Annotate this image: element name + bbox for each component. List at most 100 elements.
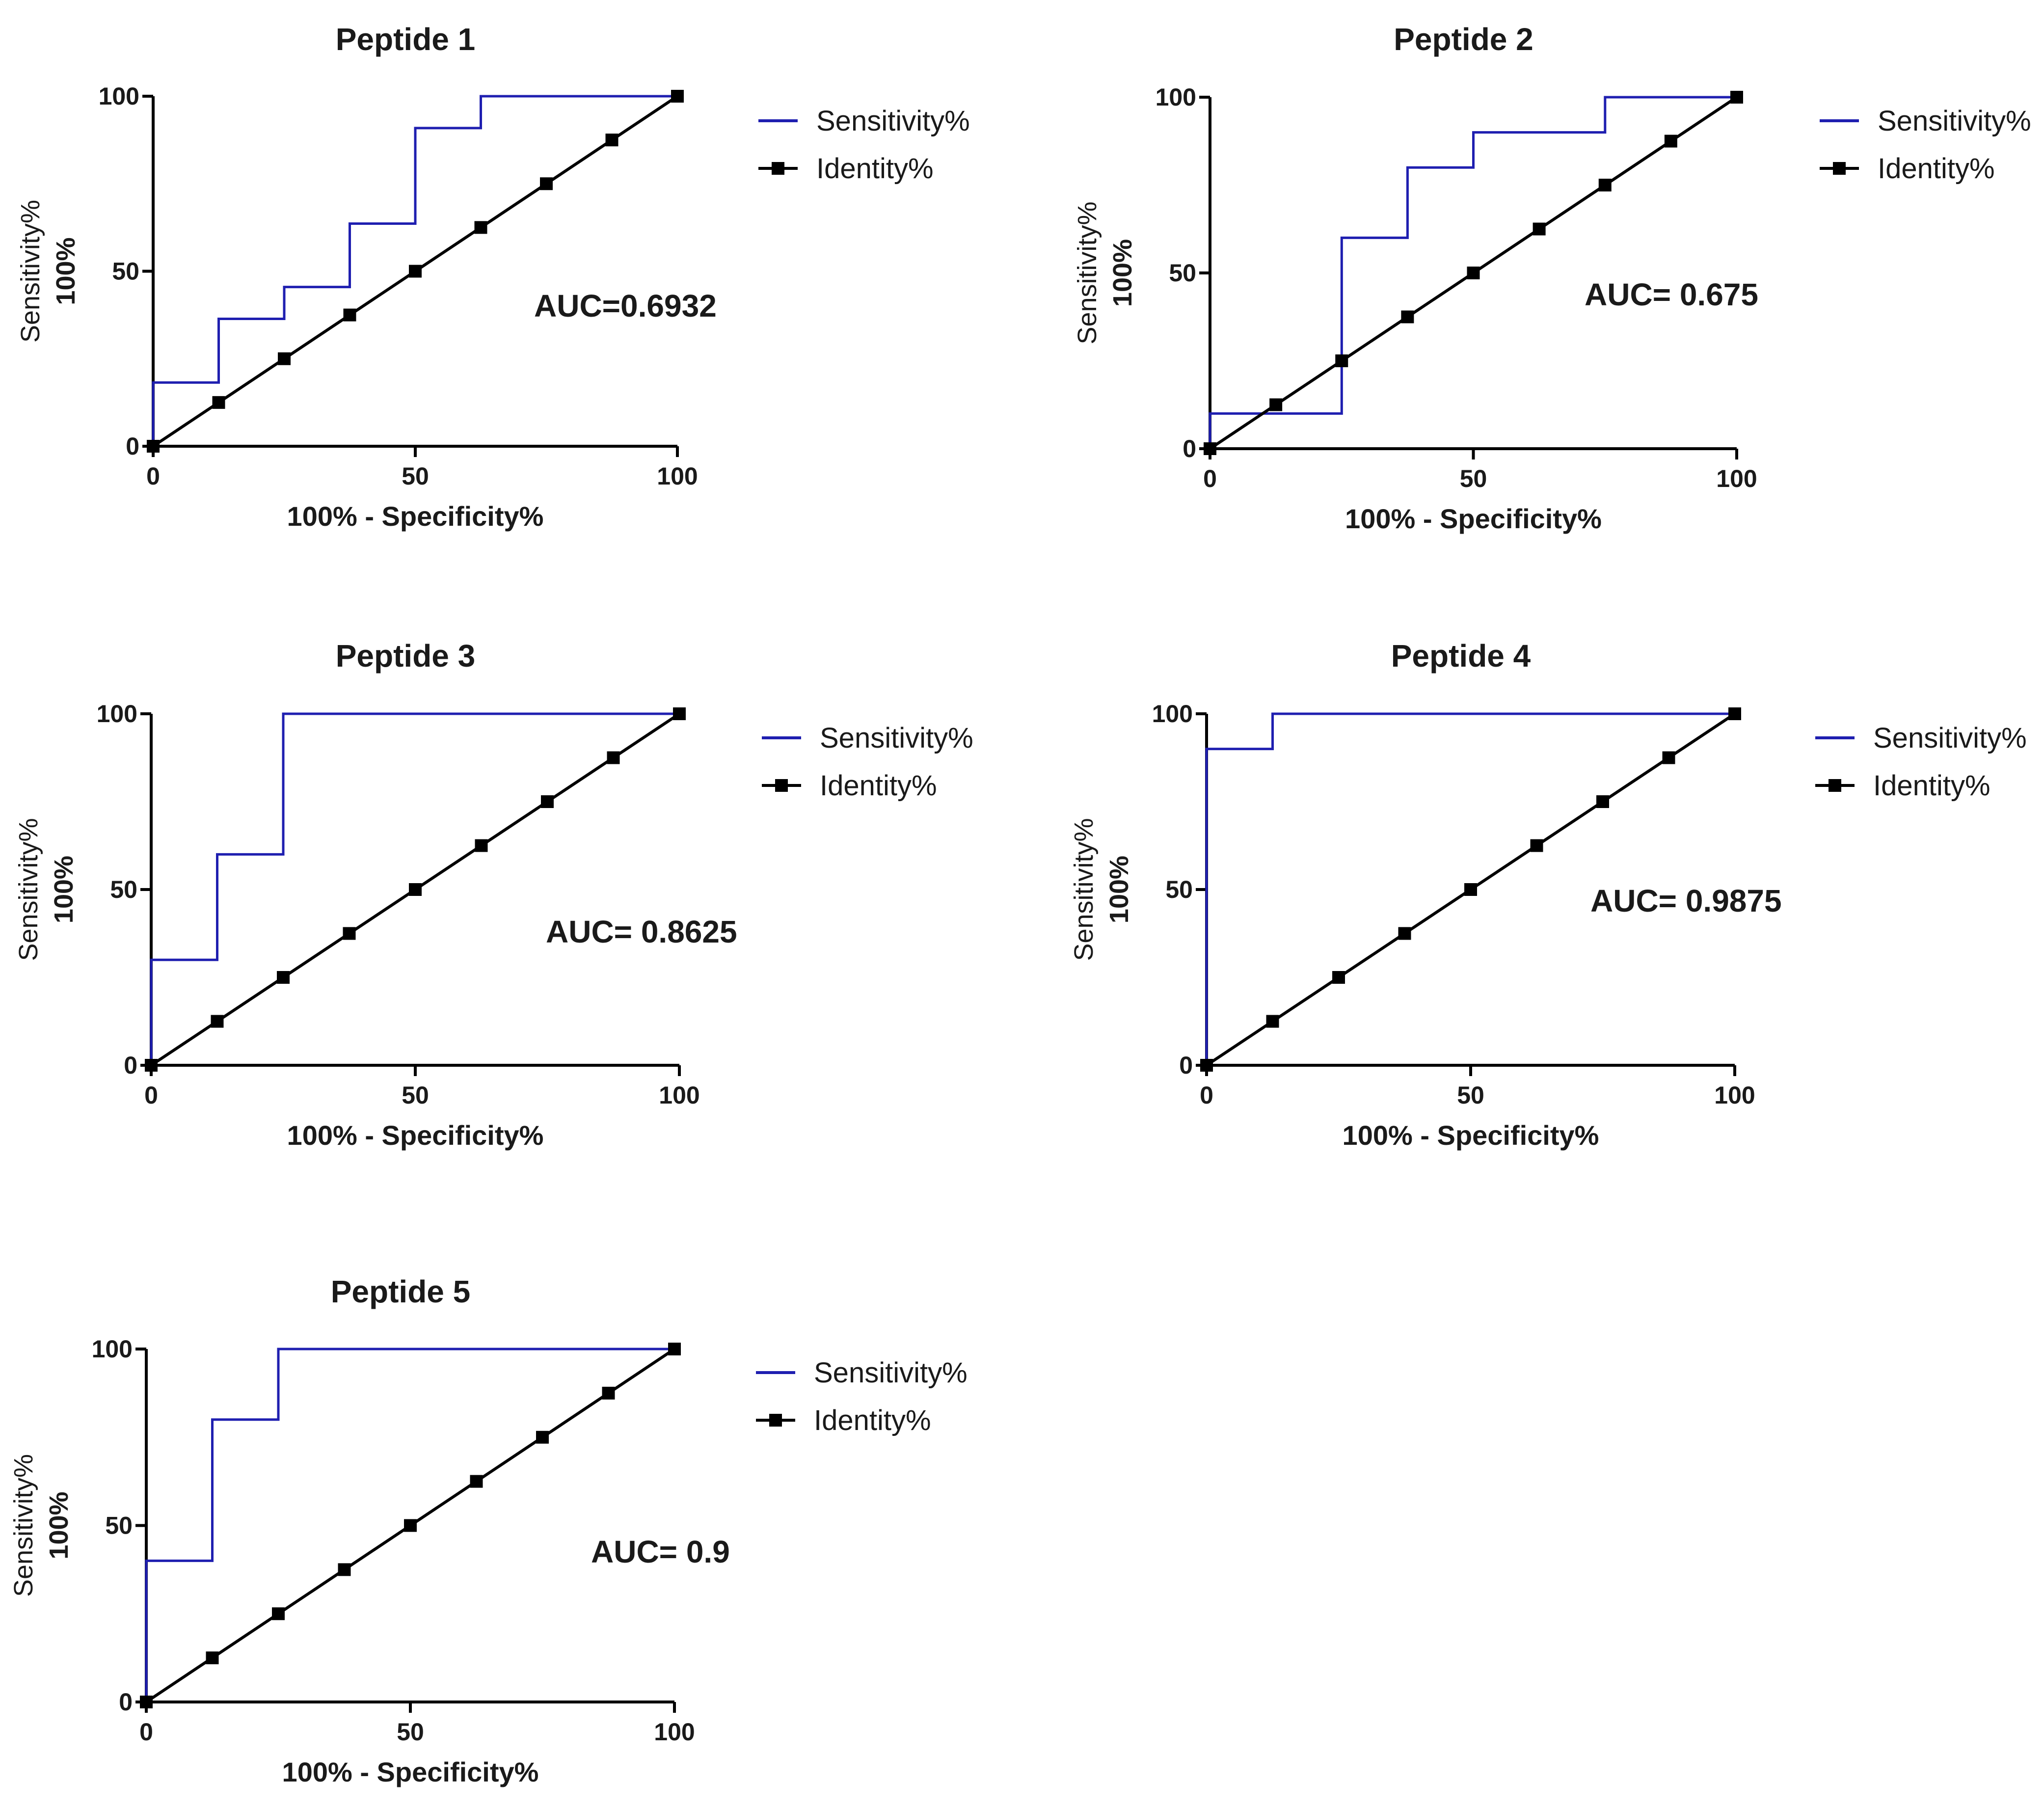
y-tick-label: 100 [97,700,137,728]
identity-point [1664,135,1677,148]
x-tick-label: 0 [146,462,160,490]
chart-title: Peptide 2 [1394,22,1533,57]
identity-point [1596,795,1609,808]
y-axis-label-unit: 100% [1108,239,1137,307]
y-axis-label-unit: 100% [44,1491,74,1559]
legend-marker-identity [1829,779,1841,792]
y-tick-label: 0 [1183,435,1196,462]
identity-point [607,751,620,764]
x-tick-label: 100 [1714,1081,1755,1109]
sensitivity-line [1205,712,1735,1065]
x-tick-label: 50 [402,462,429,490]
identity-point [1398,927,1411,940]
x-axis-label: 100% - Specificity% [1345,503,1602,534]
identity-point [668,1343,681,1355]
y-tick-label: 0 [1179,1052,1193,1079]
sensitivity-line [150,712,679,1065]
auc-annotation: AUC=0.6932 [534,288,717,324]
y-tick-label: 50 [105,1512,133,1539]
y-axis-label-unit: 100% [51,237,81,305]
x-axis-label: 100% - Specificity% [282,1756,539,1787]
legend-label-identity: Identity% [1873,770,1990,802]
legend: Sensitivity%Identity% [756,1357,968,1436]
identity-point [278,352,291,365]
y-axis-label: Sensitivity% [9,1454,38,1597]
identity-point [343,927,356,940]
identity-point [1464,883,1477,896]
identity-point [140,1696,153,1708]
identity-point [1266,1015,1279,1028]
y-tick-label: 100 [1156,83,1196,111]
auc-annotation: AUC= 0.9 [591,1534,730,1569]
legend-label-identity: Identity% [820,770,937,802]
y-axis-label: Sensitivity% [1069,818,1099,961]
y-axis-label: Sensitivity% [1073,201,1102,344]
y-tick-label: 50 [112,258,139,285]
identity-point [206,1651,219,1665]
identity-point [409,883,422,896]
identity-point [671,90,684,103]
identity-point [409,265,422,278]
legend-label-identity: Identity% [816,153,934,185]
legend: Sensitivity% Identity% [1815,722,2027,802]
identity-point [536,1431,549,1444]
legend-label-sensitivity: Sensitivity% [820,722,973,754]
legend-label-sensitivity: Sensitivity% [1873,722,2027,754]
identity-point [1533,222,1546,236]
chart-title: Peptide 3 [336,638,476,674]
x-tick-label: 0 [139,1718,153,1746]
legend: Sensitivity% Identity% [762,722,973,802]
identity-point [1332,971,1345,984]
legend: Sensitivity% Identity% [758,105,970,185]
y-tick-label: 0 [126,432,139,460]
y-tick-label: 0 [124,1052,137,1079]
y-axis-label: Sensitivity% [14,818,43,961]
identity-point [145,1059,158,1072]
legend-marker-identity [775,779,788,792]
sensitivity-line [145,1348,674,1702]
identity-point [1728,707,1741,720]
x-tick-label: 0 [1200,1081,1213,1109]
x-tick-label: 0 [144,1081,158,1109]
x-tick-label: 100 [1716,465,1757,492]
sensitivity-line [152,95,677,446]
chart-title: Peptide 1 [336,22,476,57]
identity-point [1401,310,1414,324]
x-tick-label: 100 [659,1081,699,1109]
x-axis-label: 100% - Specificity% [287,1120,544,1151]
legend-label-identity: Identity% [1878,153,1995,185]
y-axis-label-unit: 100% [49,856,79,923]
sensitivity-line [1209,96,1737,449]
identity-point [605,134,619,147]
legend-label-identity: Identity% [814,1404,931,1436]
y-tick-label: 100 [1152,700,1193,728]
legend-label-sensitivity: Sensitivity% [1878,105,2031,137]
auc-annotation: AUC= 0.675 [1585,277,1758,312]
y-axis-label-unit: 100% [1104,856,1134,923]
identity-point [1335,354,1348,367]
x-axis-label: 100% - Specificity% [287,501,544,532]
y-tick-label: 100 [92,1335,133,1363]
identity-point [1204,442,1216,455]
identity-point [474,221,487,234]
auc-annotation: AUC= 0.8625 [546,914,737,949]
identity-point [147,440,160,453]
x-tick-label: 0 [1203,465,1217,492]
identity-point [343,308,356,322]
x-tick-label: 100 [657,462,698,490]
legend-marker-identity [1833,162,1846,175]
identity-point [211,1015,224,1028]
auc-annotation: AUC= 0.9875 [1590,883,1782,918]
y-axis-label: Sensitivity% [16,200,45,343]
identity-point [1598,179,1612,191]
legend-label-sensitivity: Sensitivity% [816,105,970,137]
y-tick-label: 0 [119,1688,133,1716]
identity-point [540,177,553,190]
identity-point [673,707,686,720]
identity-point [338,1563,351,1576]
